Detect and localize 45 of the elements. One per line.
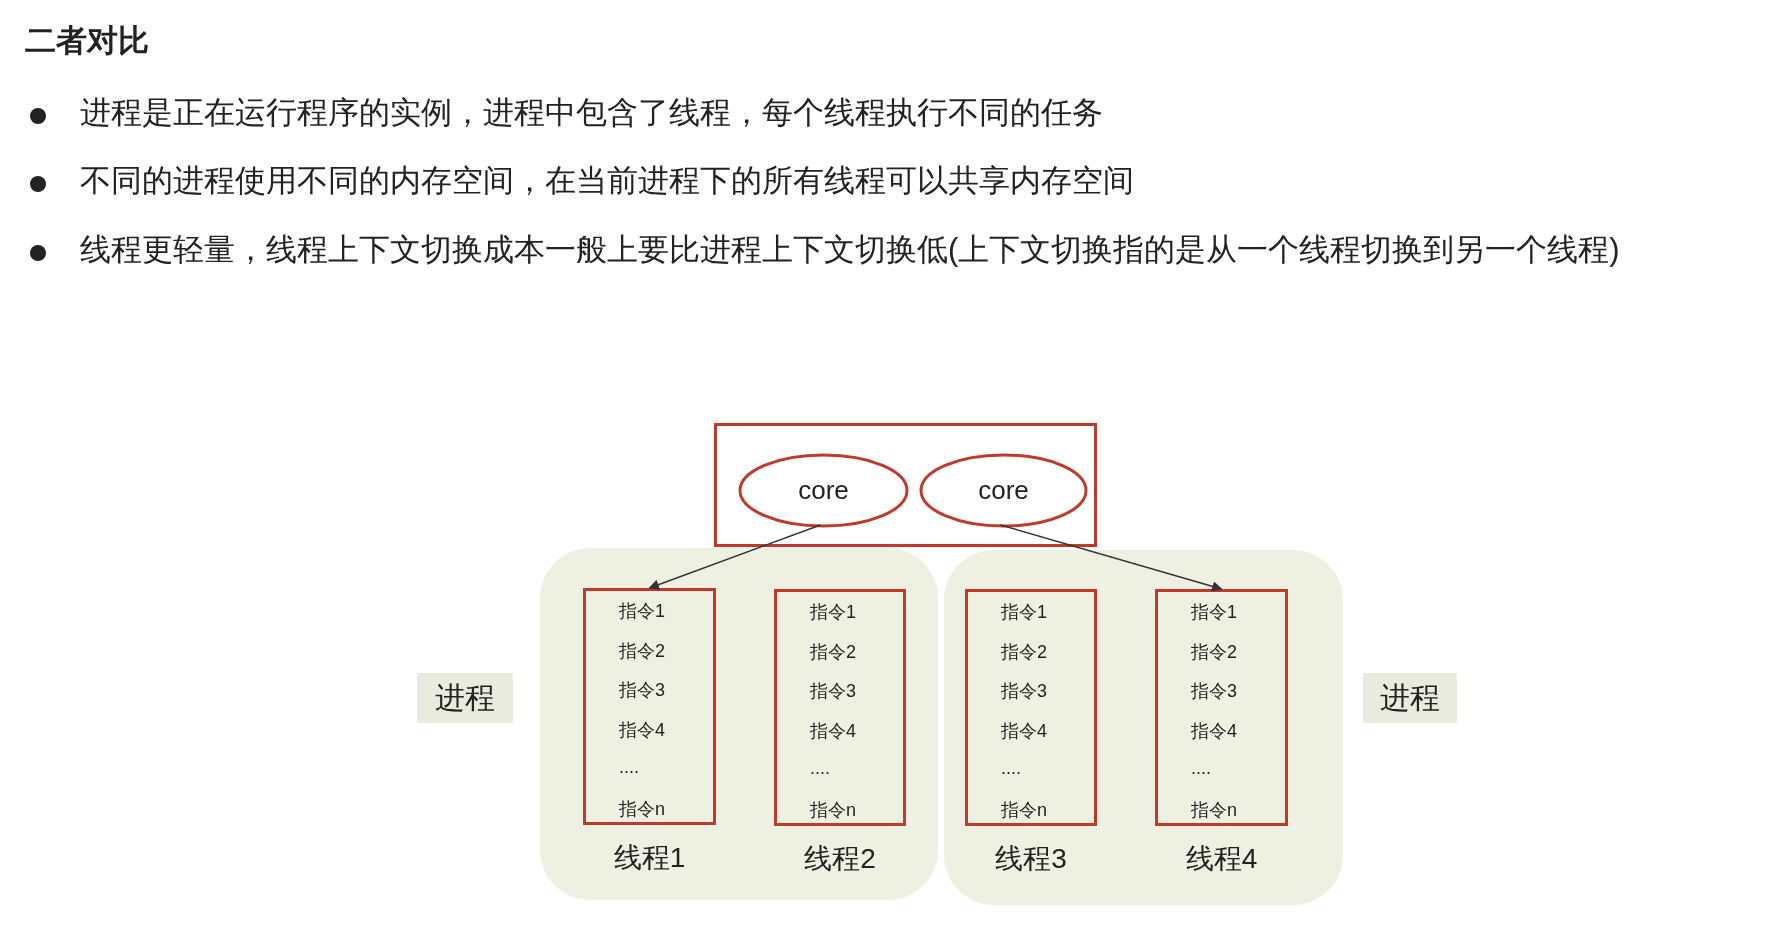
instruction-text: .... bbox=[619, 757, 639, 778]
instruction-text: .... bbox=[1191, 758, 1211, 779]
instruction-text: 指令n bbox=[1191, 798, 1237, 822]
instruction-text: 指令4 bbox=[619, 718, 665, 742]
instruction-text: 指令1 bbox=[1191, 601, 1237, 624]
arrow bbox=[648, 524, 822, 590]
core-label: core bbox=[977, 475, 1030, 506]
thread-box bbox=[965, 589, 1097, 826]
process-label: 进程 bbox=[1363, 673, 1457, 723]
instruction-text: 指令4 bbox=[1191, 719, 1237, 743]
instruction-text: 指令2 bbox=[619, 639, 665, 663]
arrow bbox=[999, 524, 1223, 592]
process-label: 进程 bbox=[417, 673, 513, 723]
thread-box bbox=[774, 589, 906, 826]
instruction-text: 指令2 bbox=[810, 640, 856, 664]
thread-label: 线程2 bbox=[803, 842, 877, 876]
instruction-text: 指令n bbox=[810, 798, 856, 822]
instruction-text: 指令4 bbox=[1001, 719, 1047, 743]
cpu-box bbox=[714, 423, 1097, 547]
process-panel bbox=[944, 550, 1343, 905]
thread-box bbox=[1155, 589, 1288, 826]
bullet-text: 不同的进程使用不同的内存空间，在当前进程下的所有线程可以共享内存空间 bbox=[80, 162, 1134, 200]
thread-label: 线程4 bbox=[1184, 842, 1259, 876]
thread-label: 线程3 bbox=[994, 842, 1068, 876]
instruction-text: 指令1 bbox=[1001, 601, 1047, 624]
instruction-text: 指令3 bbox=[1001, 680, 1047, 703]
bullet-text: 进程是正在运行程序的实例，进程中包含了线程，每个线程执行不同的任务 bbox=[80, 94, 1103, 132]
instruction-text: .... bbox=[1001, 758, 1021, 779]
thread-box bbox=[583, 588, 716, 825]
thread-label: 线程1 bbox=[612, 841, 687, 875]
instruction-text: 指令3 bbox=[619, 679, 665, 702]
process-panel bbox=[540, 548, 938, 900]
instruction-text: 指令4 bbox=[810, 719, 856, 743]
heading: 二者对比 bbox=[25, 22, 149, 60]
instruction-text: 指令1 bbox=[810, 601, 856, 624]
instruction-text: 指令3 bbox=[1191, 680, 1237, 703]
instruction-text: 指令3 bbox=[810, 680, 856, 703]
instruction-text: 指令n bbox=[1001, 798, 1047, 822]
core-label: core bbox=[797, 475, 850, 506]
instruction-text: 指令n bbox=[619, 797, 665, 821]
instruction-text: 指令2 bbox=[1191, 640, 1237, 664]
instruction-text: 指令1 bbox=[619, 600, 665, 623]
instruction-text: .... bbox=[810, 758, 830, 779]
instruction-text: 指令2 bbox=[1001, 640, 1047, 664]
bullet-text: 线程更轻量，线程上下文切换成本一般上要比进程上下文切换低(上下文切换指的是从一个线程切换到另一个线程) bbox=[80, 231, 1620, 269]
